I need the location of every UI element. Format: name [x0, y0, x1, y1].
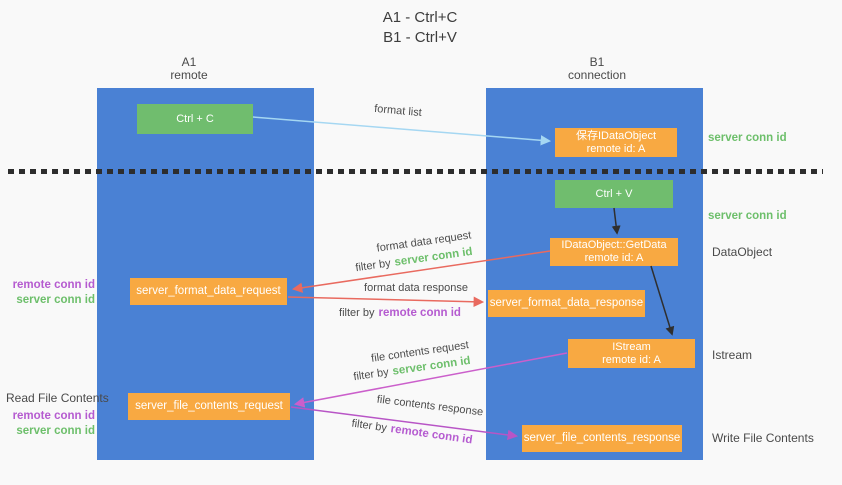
node-ctrl-c-label: Ctrl + C	[176, 113, 214, 125]
node-server-format-data-request: server_format_data_request	[130, 278, 287, 305]
left-conn-ids-2: remote conn id server conn id	[0, 409, 95, 439]
node-server-file-contents-response: server_file_contents_response	[522, 425, 682, 452]
node-ctrl-v: Ctrl + V	[555, 180, 673, 208]
node-getdata-line2: remote id: A	[584, 252, 644, 264]
remote-conn-id-text: remote conn id	[378, 307, 461, 319]
node-server-format-data-response-label: server_format_data_response	[489, 297, 644, 309]
node-save-idataobject-line1: 保存IDataObject	[575, 129, 657, 142]
server-conn-id-label: server conn id	[16, 425, 95, 437]
node-save-idataobject: 保存IDataObject remote id: A	[555, 128, 677, 157]
machine-boundary-dotted-line	[8, 169, 823, 174]
lifeline-a1-role: remote	[170, 68, 208, 82]
server-conn-id-label: server conn id	[16, 294, 95, 306]
node-server-file-contents-request: server_file_contents_request	[128, 393, 290, 420]
label-file-contents-response: file contents response	[376, 393, 484, 419]
lifeline-header-a1: A1 remote	[134, 56, 244, 82]
node-server-format-data-request-label: server_format_data_request	[136, 285, 281, 297]
label-format-data-response: format data response	[364, 282, 468, 294]
side-label-write-file-contents: Write File Contents	[712, 431, 814, 445]
node-ctrl-v-label: Ctrl + V	[595, 188, 633, 200]
remote-conn-id-text: remote conn id	[389, 423, 474, 447]
side-label-istream: Istream	[712, 348, 753, 362]
node-server-file-contents-request-label: server_file_contents_request	[135, 400, 283, 412]
node-getdata-line1: IDataObject::GetData	[561, 239, 667, 251]
node-istream-line1: IStream	[612, 340, 651, 353]
node-istream-line2: remote id: A	[602, 353, 661, 366]
lifeline-header-b1: B1 connection	[542, 56, 652, 82]
label-format-list: format list	[373, 102, 423, 120]
lifeline-b1-role: connection	[567, 68, 627, 82]
arrow-format-data-response	[287, 296, 485, 308]
diagram-title: A1 - Ctrl+C B1 - Ctrl+V	[320, 8, 520, 48]
left-conn-ids-1: remote conn id server conn id	[0, 278, 95, 308]
remote-conn-id-label: remote conn id	[12, 410, 95, 422]
side-label-server-conn-id-top: server conn id	[708, 132, 787, 144]
title-line-1: A1 - Ctrl+C	[382, 9, 458, 26]
side-label-read-file-contents: Read File Contents	[6, 391, 109, 405]
lifeline-a1-name: A1	[181, 55, 197, 69]
node-save-idataobject-line2: remote id: A	[586, 142, 646, 155]
side-label-server-conn-id-mid: server conn id	[708, 210, 787, 222]
title-line-2: B1 - Ctrl+V	[383, 29, 457, 46]
remote-conn-id-label: remote conn id	[12, 279, 95, 291]
side-label-dataobject: DataObject	[712, 245, 773, 259]
node-idataobject-getdata: IDataObject::GetData remote id: A	[550, 238, 678, 266]
node-server-file-contents-response-label: server_file_contents_response	[523, 432, 681, 444]
node-istream: IStream remote id: A	[568, 339, 695, 368]
lifeline-b1-name: B1	[589, 55, 605, 69]
node-ctrl-c: Ctrl + C	[137, 104, 253, 134]
node-server-format-data-response: server_format_data_response	[488, 290, 645, 317]
